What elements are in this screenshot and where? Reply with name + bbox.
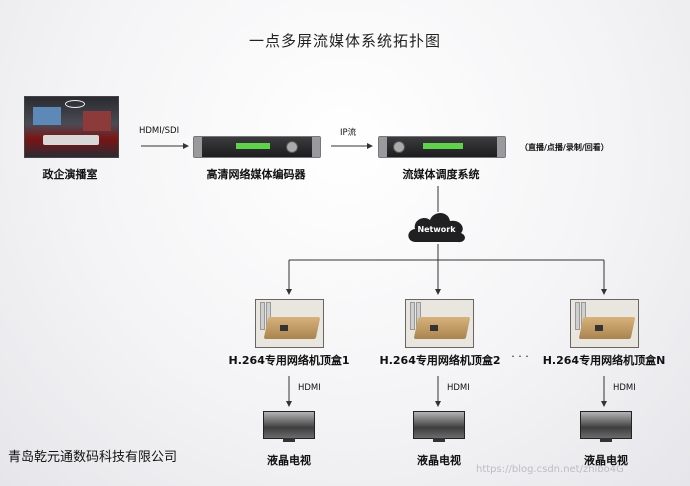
cloud-icon — [408, 213, 465, 243]
network-label: Network — [417, 225, 456, 234]
stb-image-2 — [405, 299, 474, 348]
hdmi-label-1: HDMI — [298, 383, 321, 393]
watermark: https://blog.csdn.net/zhibo4G — [476, 464, 624, 475]
ip-stream-label: IP流 — [340, 128, 357, 138]
hdmi-label-2: HDMI — [447, 383, 470, 393]
stb-image-1 — [255, 299, 324, 348]
stb-label-2: H.264专用网络机顶盒2 — [379, 354, 501, 367]
tv-icon-1 — [263, 411, 315, 443]
stb-label-1: H.264专用网络机顶盒1 — [228, 354, 350, 367]
scheduler-device — [378, 136, 506, 158]
tv-icon-n — [580, 411, 632, 443]
studio-image — [24, 96, 119, 158]
scheduler-label: 流媒体调度系统 — [402, 168, 480, 181]
company-name: 青岛乾元通数码科技有限公司 — [8, 450, 178, 465]
ellipsis: · · · — [511, 350, 529, 363]
page-title: 一点多屏流媒体系统拓扑图 — [248, 32, 441, 50]
services-label: （直播/点播/录制/回看） — [520, 143, 609, 152]
studio-label: 政企演播室 — [42, 168, 98, 181]
stb-label-n: H.264专用网络机顶盒N — [542, 354, 666, 367]
encoder-device — [193, 136, 321, 158]
encoder-label: 高清网络媒体编码器 — [206, 168, 306, 181]
tv-icon-2 — [413, 411, 465, 443]
tv-label-n: 液晶电视 — [584, 454, 628, 467]
stb-image-n — [570, 299, 639, 348]
hdmi-label-n: HDMI — [613, 383, 636, 393]
network-cloud: Network — [404, 208, 469, 246]
tv-label-1: 液晶电视 — [267, 454, 311, 467]
tv-label-2: 液晶电视 — [417, 454, 461, 467]
hdmi-sdi-label: HDMI/SDI — [139, 126, 180, 136]
